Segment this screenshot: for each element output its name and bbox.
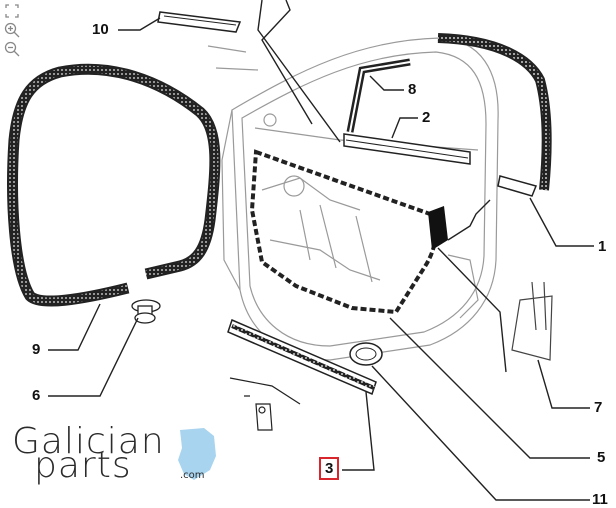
callout-7[interactable]: 7 <box>594 399 603 416</box>
callout-3-selected[interactable]: 3 <box>318 457 340 480</box>
fit-to-screen-icon <box>5 4 19 18</box>
zoom-in-icon <box>4 22 20 38</box>
callout-2[interactable]: 2 <box>422 109 431 126</box>
part-8-window-channel <box>346 58 411 133</box>
zoom-toolbar <box>3 3 21 57</box>
zoom-out-button[interactable] <box>3 41 21 57</box>
galicianparts-logo: Galician parts .com <box>12 424 222 488</box>
logo-word-galician: Galician <box>12 421 165 462</box>
leader-lines <box>48 0 594 501</box>
lower-bracket <box>229 377 301 431</box>
callout-6[interactable]: 6 <box>32 387 41 404</box>
zoom-out-icon <box>4 41 20 57</box>
galicia-map-icon <box>178 428 216 480</box>
callout-10[interactable]: 10 <box>92 21 109 38</box>
part-10-strip <box>157 11 242 33</box>
fit-to-screen-button[interactable] <box>3 3 21 19</box>
part-2-beltline-strip <box>343 133 471 165</box>
callout-8[interactable]: 8 <box>408 81 417 98</box>
part-11-plug <box>349 342 383 366</box>
lock-bracket <box>428 206 448 250</box>
callout-9[interactable]: 9 <box>32 341 41 358</box>
part-3-sill-strip <box>227 318 377 396</box>
callout-11[interactable]: 11 <box>592 491 608 508</box>
part-1-frame-seal <box>437 33 552 197</box>
zoom-in-button[interactable] <box>3 22 21 38</box>
callout-5[interactable]: 5 <box>597 449 606 466</box>
callout-1[interactable]: 1 <box>598 238 607 255</box>
part-7-insert <box>511 281 553 361</box>
inner-door-seal <box>249 149 438 315</box>
part-6-clip <box>131 299 161 324</box>
logo-word-parts: parts <box>34 445 132 486</box>
logo-domain: .com <box>180 470 205 481</box>
